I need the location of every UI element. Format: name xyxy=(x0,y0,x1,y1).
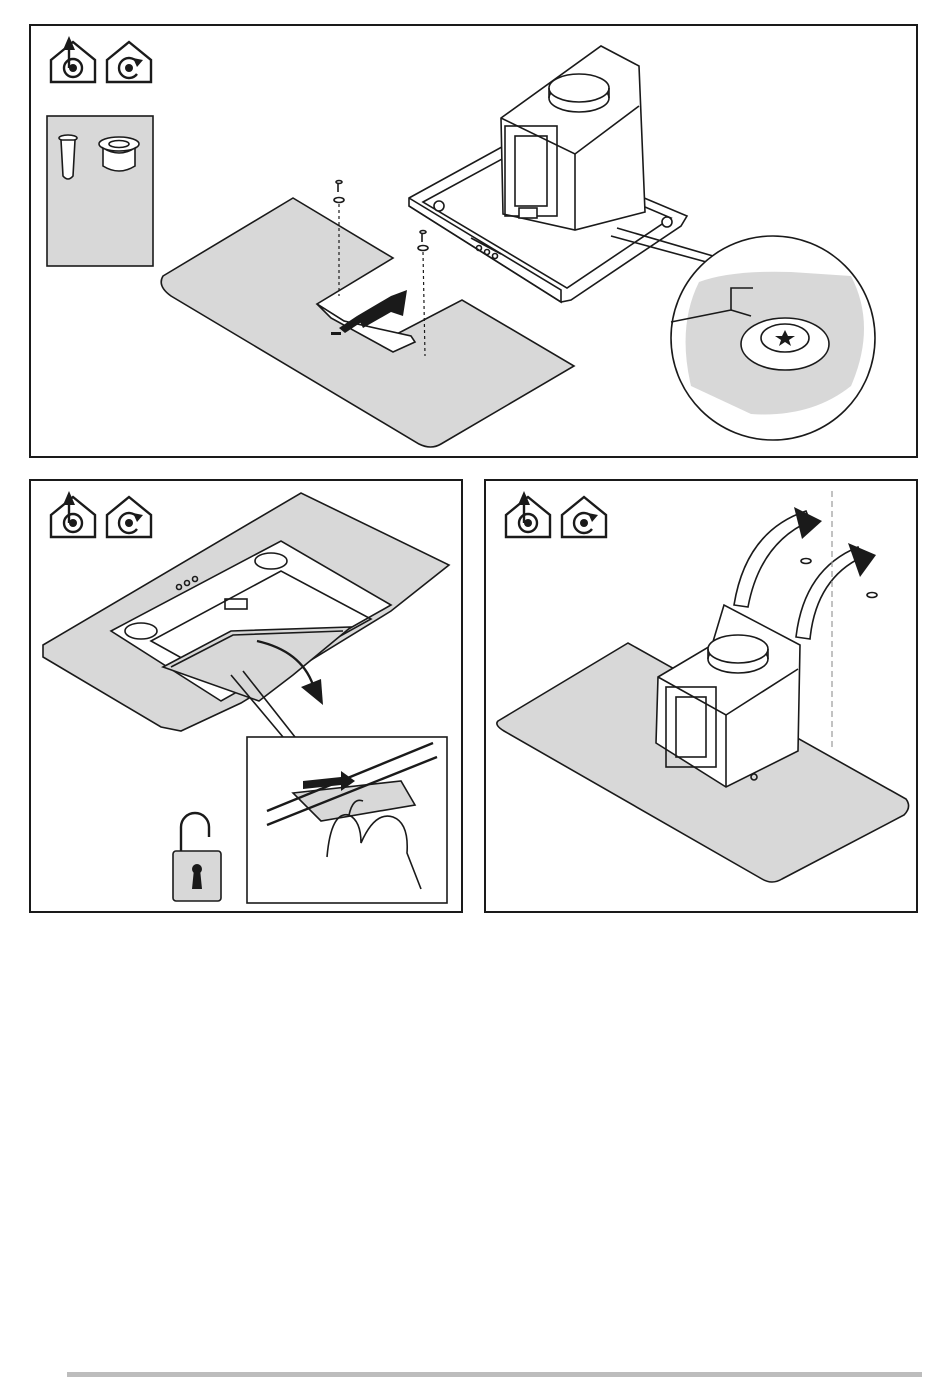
recirculation-house-icon xyxy=(107,497,151,537)
detail-callout xyxy=(611,228,875,440)
step-2-panel xyxy=(29,479,463,913)
washer-icon xyxy=(99,137,139,171)
ducted-exhaust-house-icon xyxy=(51,36,95,82)
removal-arrows xyxy=(734,507,877,639)
ducted-exhaust-house-icon xyxy=(51,491,95,537)
footer-rule xyxy=(67,1372,922,1377)
ducted-exhaust-house-icon xyxy=(506,491,550,537)
recirculation-house-icon xyxy=(107,42,151,82)
recirculation-house-icon xyxy=(562,497,606,537)
step-3-illustration xyxy=(486,481,920,915)
detail-box xyxy=(231,671,447,903)
parts-box xyxy=(47,116,153,266)
step-1-illustration xyxy=(31,26,920,460)
step-2-illustration xyxy=(31,481,465,915)
step-3-panel xyxy=(484,479,918,913)
motor-box xyxy=(501,46,645,230)
unlock-padlock-icon xyxy=(173,813,221,901)
step-1-panel xyxy=(29,24,918,458)
